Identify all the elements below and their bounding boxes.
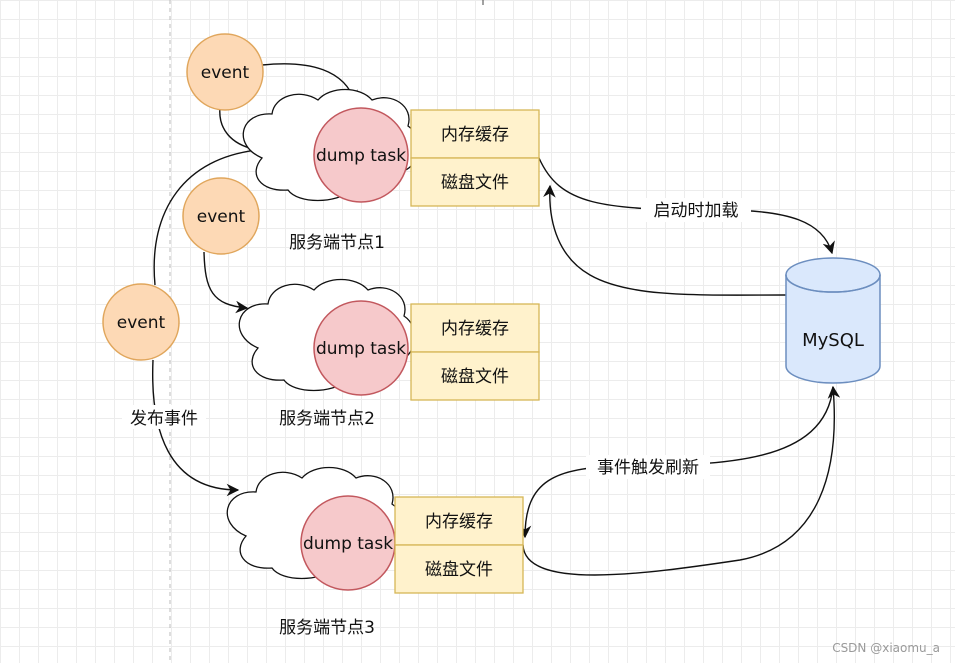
disk-file-box-2: [410, 351, 540, 401]
node1-label: 服务端节点1: [289, 233, 385, 253]
disk-file-label-2: 磁盘文件: [441, 367, 509, 387]
event-node-middle: event: [182, 177, 260, 255]
dump-task-label-3: dump task: [303, 534, 393, 554]
event-circle-2: [182, 177, 260, 255]
event-circle-3: [102, 283, 180, 361]
event-refresh-label: 事件触发刷新: [597, 458, 699, 478]
event-node-top: event: [186, 33, 264, 111]
memory-cache-label-3: 内存缓存: [425, 512, 493, 532]
memory-cache-box-3: [394, 496, 524, 546]
disk-file-label-1: 磁盘文件: [441, 173, 509, 193]
mysql-label: MySQL: [802, 330, 864, 351]
dump-task-label-1: dump task: [316, 146, 406, 166]
memory-cache-box-1: [410, 109, 540, 159]
edge-mysql-to-node1: [543, 184, 787, 296]
watermark: CSDN @xiaomu_a: [832, 641, 940, 655]
load-on-start-label: 启动时加载: [654, 201, 739, 221]
publish-event-label: 发布事件: [130, 409, 198, 429]
node2-label: 服务端节点2: [279, 409, 375, 429]
dump-task-label-2: dump task: [316, 339, 406, 359]
edge-event2-to-node2: [203, 251, 249, 314]
publish-label-bg: [122, 405, 206, 429]
memory-cache-label-1: 内存缓存: [441, 125, 509, 145]
mysql-cylinder-body: [785, 274, 881, 384]
dump-task-circle-2: [313, 300, 409, 396]
storage-node3: 内存缓存 磁盘文件: [394, 496, 524, 594]
load-label-bg: [641, 198, 751, 222]
dump-task-node3: dump task: [300, 495, 396, 591]
storage-node1: 内存缓存 磁盘文件: [410, 109, 540, 207]
mysql-cylinder-rim: [785, 274, 881, 293]
node3-label: 服务端节点3: [279, 618, 375, 638]
dump-task-node1: dump task: [313, 107, 409, 203]
disk-file-box-1: [410, 157, 540, 207]
refresh-label-bg: [586, 455, 710, 479]
event-label-2: event: [197, 207, 246, 227]
edge-event3-to-node1: [153, 149, 259, 286]
disk-file-label-3: 磁盘文件: [425, 560, 493, 580]
storage-node2: 内存缓存 磁盘文件: [410, 303, 540, 401]
disk-file-box-3: [394, 544, 524, 594]
memory-cache-box-2: [410, 303, 540, 353]
mysql-database: MySQL: [785, 257, 881, 384]
event-label-3: event: [117, 313, 166, 333]
memory-cache-label-2: 内存缓存: [441, 319, 509, 339]
dump-task-node2: dump task: [313, 300, 409, 396]
dump-task-circle-1: [313, 107, 409, 203]
event-circle-1: [186, 33, 264, 111]
edge-node3-to-mysql: [522, 385, 841, 576]
edge-event3-to-node3: [151, 359, 240, 497]
event-node-left: event: [102, 283, 180, 361]
event-label-1: event: [201, 63, 250, 83]
